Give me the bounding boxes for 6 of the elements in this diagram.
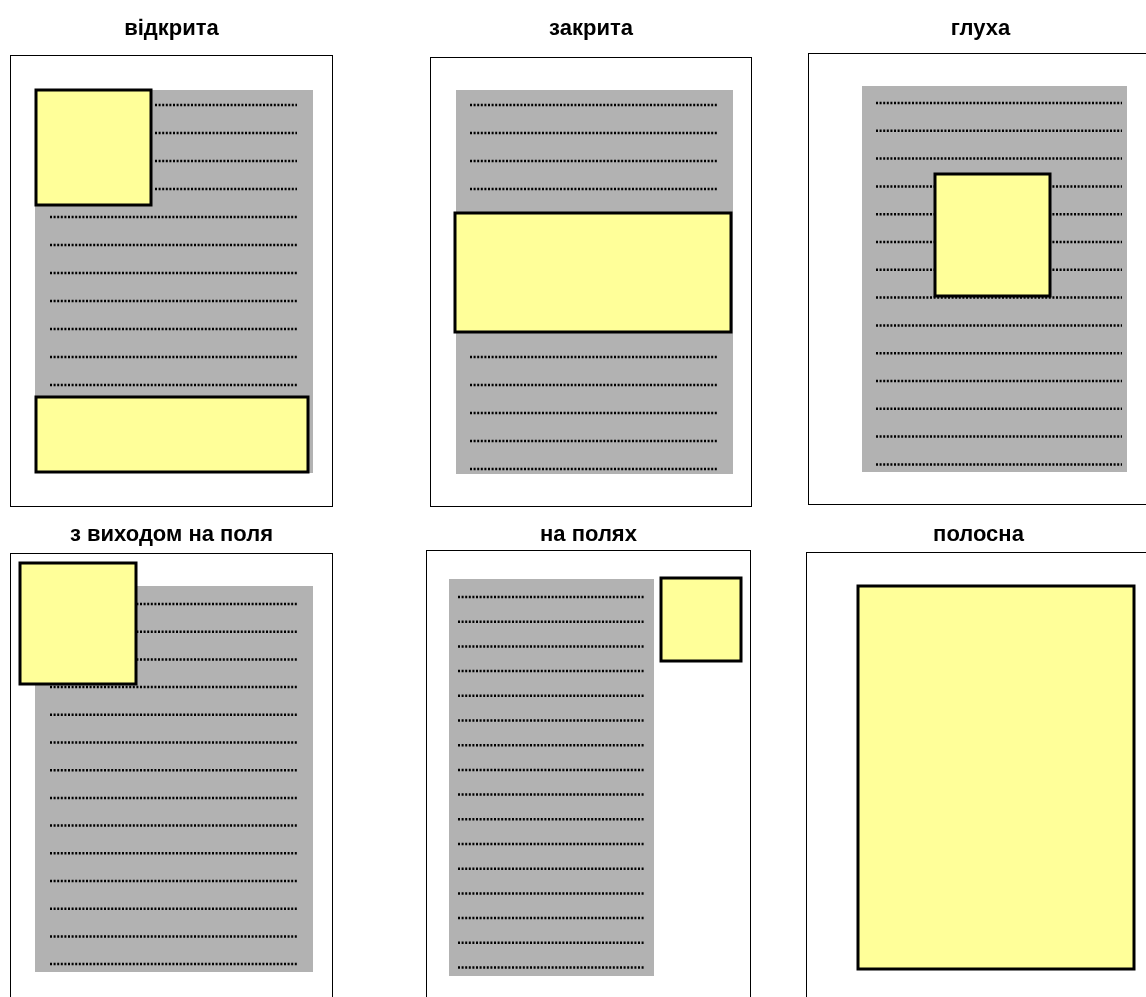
layout-title: закрита (549, 14, 633, 42)
layout-title: з виходом на поля (69, 520, 274, 548)
layout-title: на полях (540, 520, 637, 548)
layout-title: глуха (950, 14, 1011, 42)
layout-title: полосна (933, 520, 1024, 548)
layout-title: відкрита (124, 14, 219, 42)
